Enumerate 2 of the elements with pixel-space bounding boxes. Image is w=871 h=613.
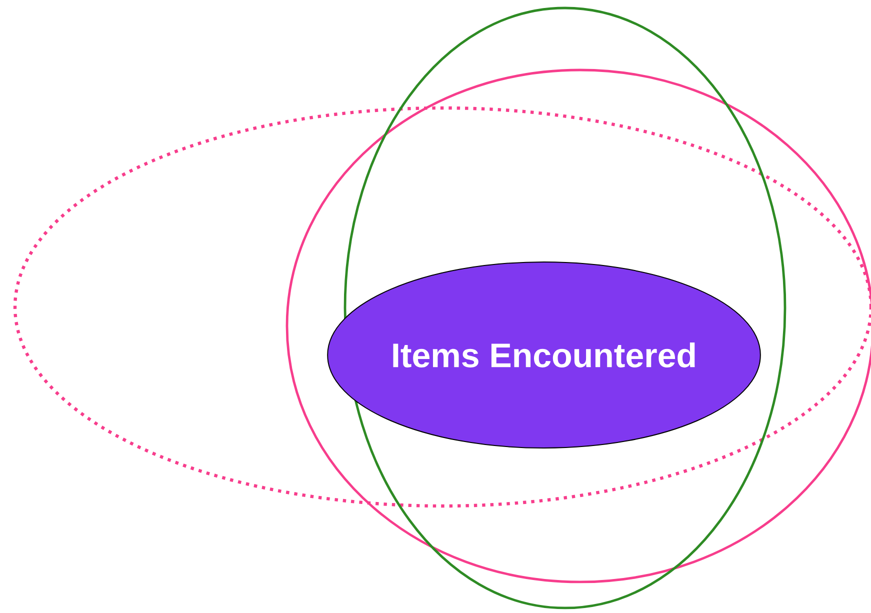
ellipse-outline <box>344 6 786 610</box>
ellipse-outline <box>286 68 871 584</box>
